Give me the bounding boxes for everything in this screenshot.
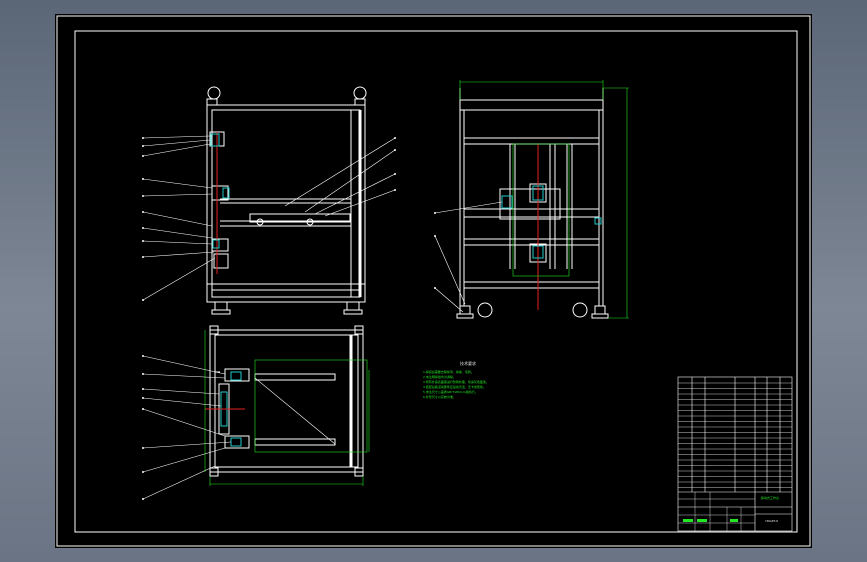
front-view [206,86,367,315]
front-leaders [142,135,396,301]
drawing-number: YDGZT-0 [765,519,779,523]
title-block-grid-bottom [678,492,755,531]
top-leaders [142,355,336,500]
note-line: 3.所有外露表面需进行防锈处理，喷涂灰色面漆。 [423,380,489,384]
outer-border [56,15,811,547]
title-block-rows [678,382,792,488]
title-block [677,376,793,532]
note-line: 1.焊接后需要去除焊渣、焊瘤、毛刺。 [423,370,474,374]
inner-border [74,30,798,533]
side-view [456,88,609,319]
drawing-sheet: 技术要求 1.焊接后需要去除焊渣、焊瘤、毛刺。 2.未注明焊缝均为满焊。 3.所… [55,14,812,548]
front-accents [210,133,230,249]
side-leaders [434,201,503,313]
cad-drawing [56,15,811,547]
note-line: 2.未注明焊缝均为满焊。 [423,375,456,379]
side-dimensions [459,80,629,319]
title-block-marks [683,519,738,522]
note-line: 4.装配后各活动部件应运动灵活，无卡滞现象。 [423,385,486,389]
top-dimensions [204,330,370,486]
drawing-name: 移动式工作台 [761,496,780,500]
note-line: 5.未注尺寸公差按GB/T1804-m级执行。 [423,390,478,394]
note-line: 6.外形尺寸以实物为准。 [423,395,456,399]
side-accents [501,185,602,259]
technical-notes-title: 技术要求 [460,361,476,366]
top-view [209,325,364,477]
front-leader-marks [142,137,396,301]
